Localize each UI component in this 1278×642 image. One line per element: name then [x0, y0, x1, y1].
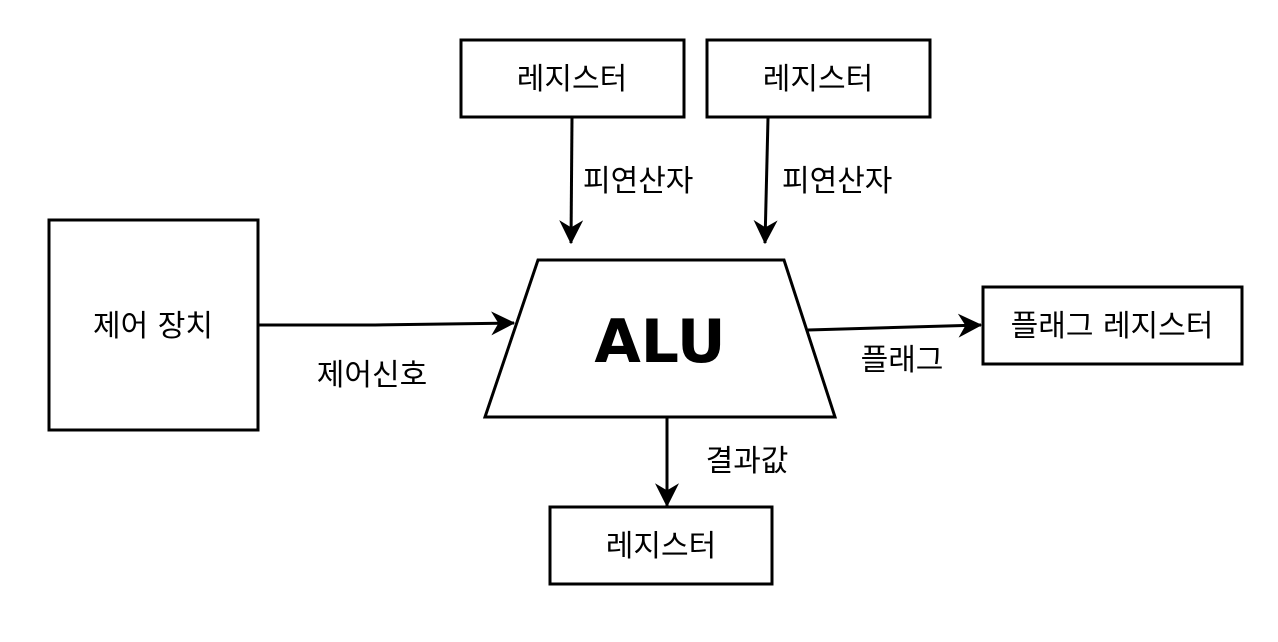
register-bottom-box [548, 505, 774, 586]
edge-control-signal-arrow [258, 311, 516, 336]
edge-result-label: 결과값 [706, 444, 789, 479]
alu-label: ALU [594, 307, 725, 377]
edge-control-signal: 제어신호 [258, 311, 516, 393]
register-top-left-node: 레지스터 [459, 38, 686, 119]
register-top-left-label: 레지스터 [517, 62, 627, 97]
edge-operand-right-label: 피연산자 [782, 164, 892, 199]
register-top-right-label: 레지스터 [763, 62, 873, 97]
edge-result: 결과값 [655, 418, 789, 508]
flag-register-box [981, 285, 1244, 366]
register-top-right-box [705, 38, 932, 119]
edge-operand-left-arrow [559, 117, 584, 245]
register-bottom-label: 레지스터 [606, 529, 716, 564]
control-unit-box [47, 218, 260, 432]
edge-flag-label: 플래그 [861, 343, 944, 378]
edge-operand-left: 피연산자 [559, 117, 693, 245]
alu-shape [482, 258, 838, 419]
alu-node: ALU [482, 258, 838, 419]
control-unit-node: 제어 장치 [47, 218, 260, 432]
edge-flag-arrow [807, 313, 983, 338]
register-top-right-node: 레지스터 [705, 38, 932, 119]
edge-operand-right: 피연산자 [753, 117, 892, 245]
control-unit-label: 제어 장치 [93, 309, 213, 344]
edge-flag: 플래그 [807, 313, 983, 378]
flag-register-node: 플래그 레지스터 [981, 285, 1244, 366]
edge-control-signal-label: 제어신호 [317, 358, 427, 393]
register-top-left-box [459, 38, 686, 119]
register-bottom-node: 레지스터 [548, 505, 774, 586]
edge-operand-left-label: 피연산자 [583, 164, 693, 199]
edge-operand-right-arrow [753, 117, 778, 245]
flag-register-label: 플래그 레지스터 [1011, 309, 1214, 344]
